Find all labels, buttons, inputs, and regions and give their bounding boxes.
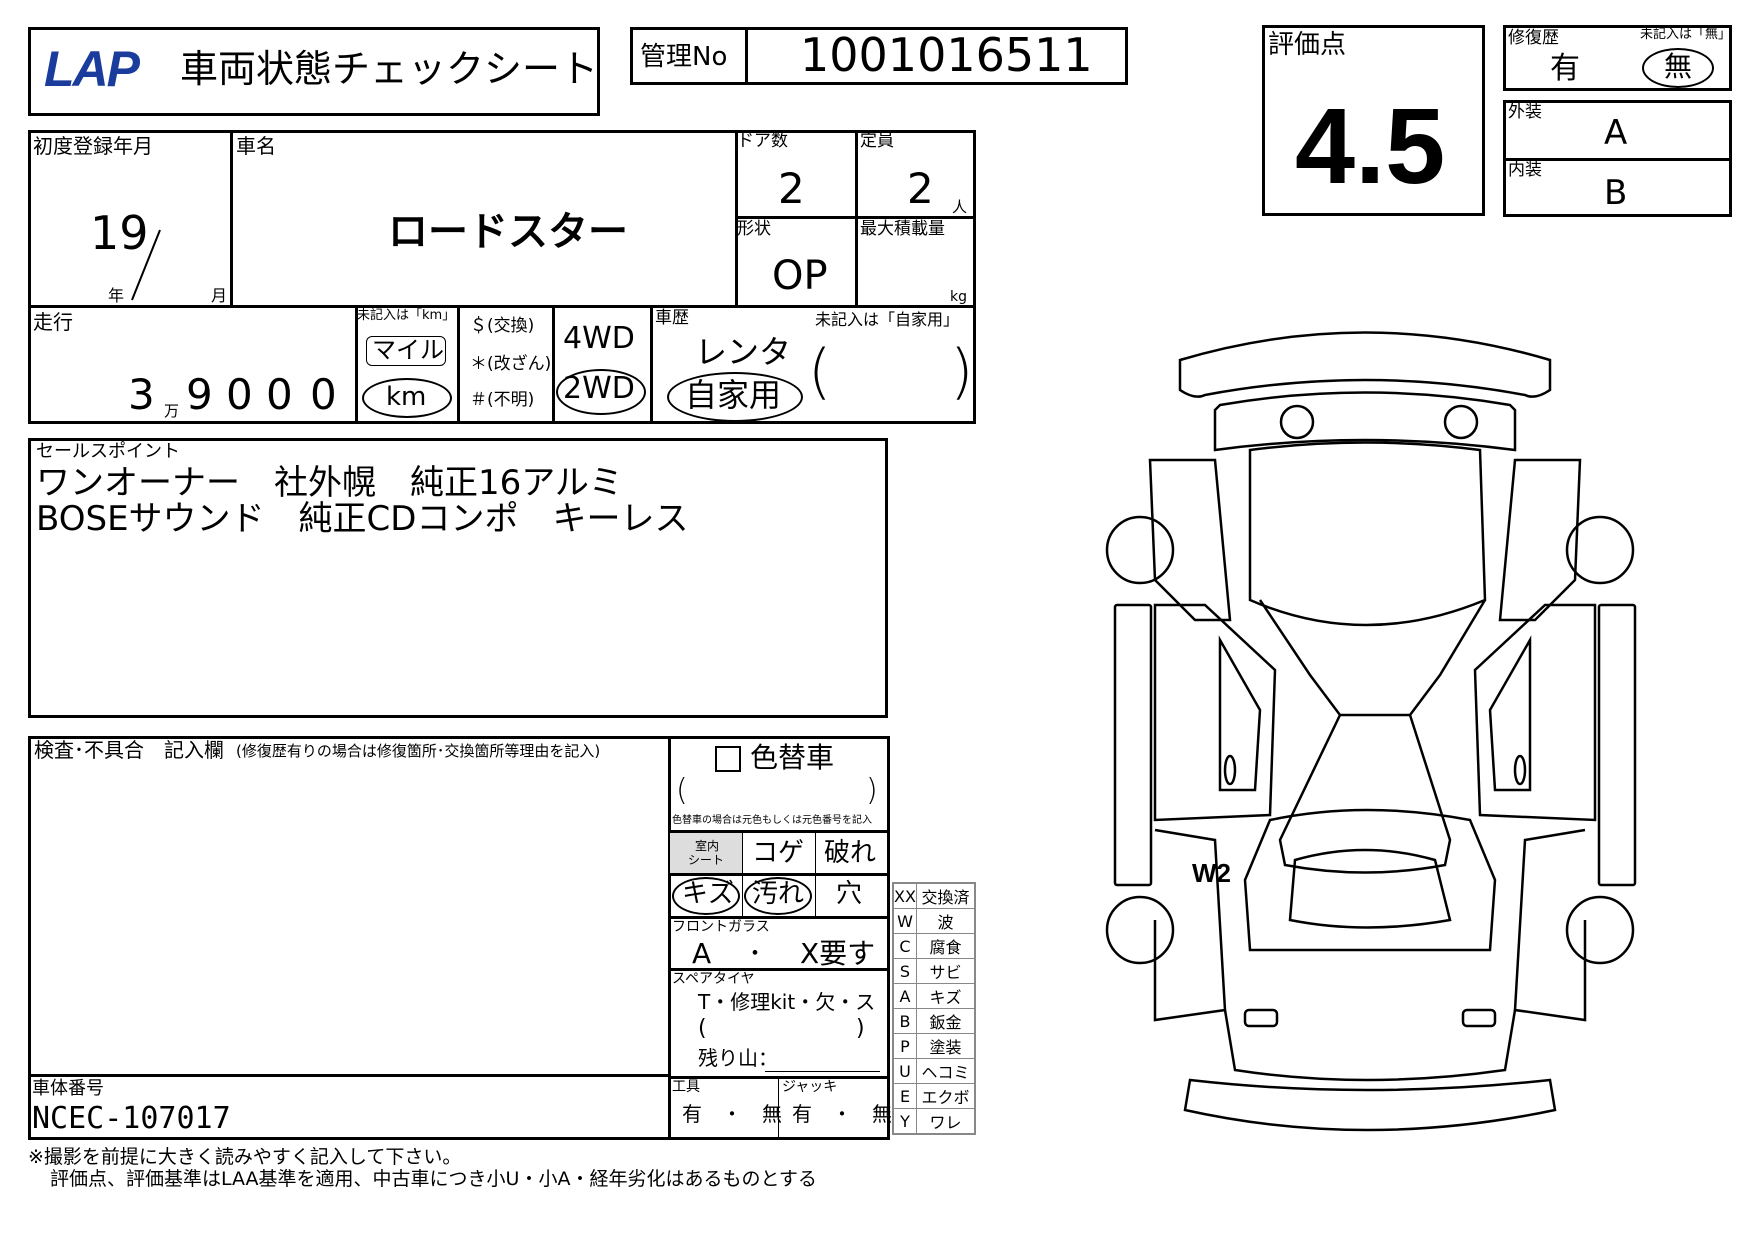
drive-4wd: 4WD — [563, 321, 635, 356]
legend-text: 交換済 — [916, 882, 976, 909]
score-value: 4.5 — [1295, 85, 1446, 206]
reg-slash — [131, 229, 161, 301]
doors-value: 2 — [778, 164, 805, 213]
vehicle-info — [28, 130, 976, 424]
chassis-number: NCEC-107017 — [32, 1101, 231, 1136]
inspection-box — [28, 736, 890, 1140]
legend-code: E — [892, 1083, 917, 1109]
score-box — [1262, 25, 1485, 216]
drive-2wd-circle — [556, 369, 646, 415]
repair-no: 無 — [1664, 50, 1693, 83]
shape-value: OP — [772, 253, 828, 299]
yogore-circle — [744, 877, 812, 915]
mileage-d3: 0 — [226, 370, 253, 419]
km-circle — [362, 378, 452, 418]
private-option: 自家用 — [685, 376, 782, 414]
legend-code: U — [892, 1058, 917, 1084]
mileage-d1: 3 — [128, 370, 155, 419]
mile-option — [366, 336, 446, 366]
legend-text: 波 — [916, 908, 976, 934]
drive-2wd: 2WD — [563, 371, 635, 406]
legend-text: サビ — [916, 958, 976, 984]
repair-no-circle — [1642, 48, 1714, 88]
score-label: 評価点 — [1268, 30, 1347, 60]
kanri-box — [630, 27, 1128, 85]
private-circle — [667, 372, 803, 422]
repair-yes: 有 — [1550, 51, 1580, 86]
legend-text: 腐食 — [916, 933, 976, 959]
footer-note-1: ※撮影を前提に大きく読みやすく記入して下さい。 — [28, 1146, 462, 1168]
sales-box — [28, 438, 888, 718]
lap-logo: LAP — [44, 41, 140, 97]
kizu-circle — [672, 877, 740, 915]
legend-text: 塗装 — [916, 1033, 976, 1059]
sheet-title: 車両状態チェックシート — [180, 47, 599, 91]
legend-text: ヘコミ — [916, 1058, 976, 1084]
mileage-d5: 0 — [310, 370, 337, 419]
rental-option: レンタ — [695, 333, 792, 371]
legend-text: 鈑金 — [916, 1008, 976, 1034]
sales-line-1: ワンオーナー 社外幌 純正16アルミ — [36, 463, 623, 503]
legend-code: Y — [892, 1108, 917, 1135]
interior-value: B — [1604, 173, 1628, 213]
legend-text: キズ — [916, 983, 976, 1009]
car-diagram — [1105, 331, 1637, 1132]
footer-note-2: 評価点、評価基準はLAA基準を適用、中古車につき小U・小A・経年劣化はあるものと… — [50, 1168, 817, 1190]
legend-code: A — [892, 983, 917, 1009]
legend-code: W — [892, 908, 917, 934]
yogore-option: 汚れ — [752, 879, 805, 909]
kanri-number: 1001016511 — [800, 28, 1093, 82]
kanri-label: 管理No — [640, 42, 728, 72]
legend-code: B — [892, 1008, 917, 1034]
title-box — [28, 27, 600, 116]
mileage-d2: 9 — [186, 370, 213, 419]
legend-text: ワレ — [916, 1108, 976, 1135]
mileage-d4: 0 — [266, 370, 293, 419]
reg-year: 19 — [90, 206, 149, 260]
kizu-option: キズ — [682, 879, 735, 909]
car-name: ロードスター — [388, 209, 628, 255]
legend-text: エクボ — [916, 1083, 976, 1109]
legend-code: XX — [892, 882, 917, 909]
legend-code: C — [892, 933, 917, 959]
damage-mark-w2: W2 — [1192, 858, 1231, 888]
legend-code: S — [892, 958, 917, 984]
repair-box — [1503, 25, 1732, 91]
exterior-value: A — [1604, 113, 1628, 153]
legend-code: P — [892, 1033, 917, 1059]
capacity-value: 2 — [907, 164, 934, 213]
color-change-checkbox — [715, 746, 741, 772]
sales-line-2: BOSEサウンド 純正CDコンポ キーレス — [36, 499, 689, 539]
km-option: km — [386, 382, 427, 412]
